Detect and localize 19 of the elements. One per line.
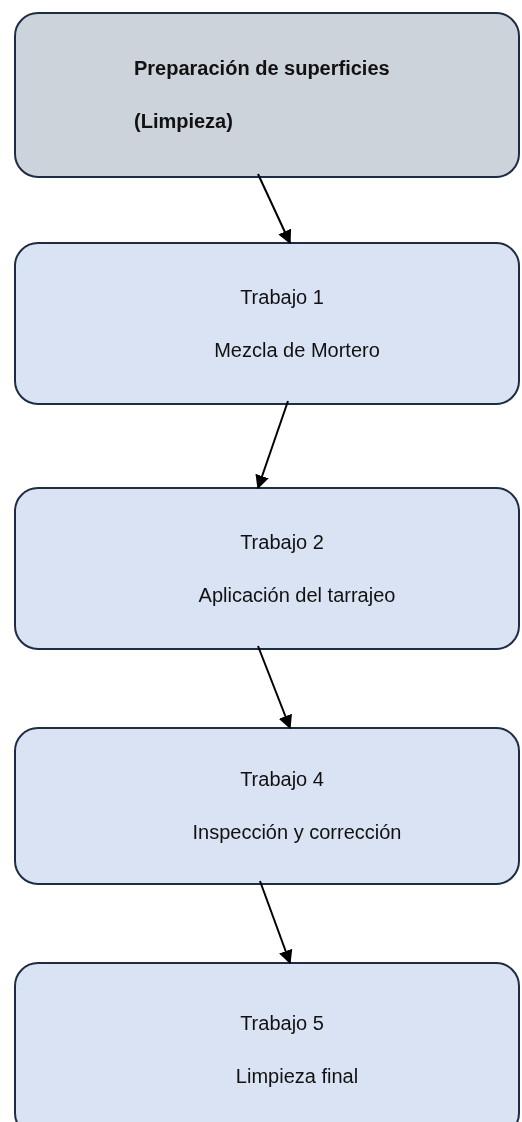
- box-title: Preparación de superficies: [134, 57, 390, 80]
- box-text: Aplicación del tarrajeo: [198, 583, 396, 607]
- box-text: (Limpieza): [134, 110, 233, 133]
- arrow: [257, 645, 292, 730]
- process-box: [14, 727, 520, 885]
- box-title: Trabajo 4: [240, 768, 324, 791]
- box-title: Trabajo 1: [240, 285, 324, 309]
- box-text: Mezcla de Mortero: [214, 338, 380, 362]
- arrow: [255, 400, 289, 490]
- arrow: [259, 880, 293, 965]
- box-text: Inspección y corrección: [192, 821, 402, 844]
- process-box: [14, 242, 520, 405]
- box-text: Limpieza final: [235, 1064, 359, 1088]
- box-title: Trabajo 5: [240, 1011, 324, 1035]
- box-title: Trabajo 2: [240, 530, 324, 554]
- process-box: [14, 487, 520, 650]
- arrow: [257, 173, 292, 245]
- start-box: [14, 12, 520, 178]
- process-box: [14, 962, 520, 1122]
